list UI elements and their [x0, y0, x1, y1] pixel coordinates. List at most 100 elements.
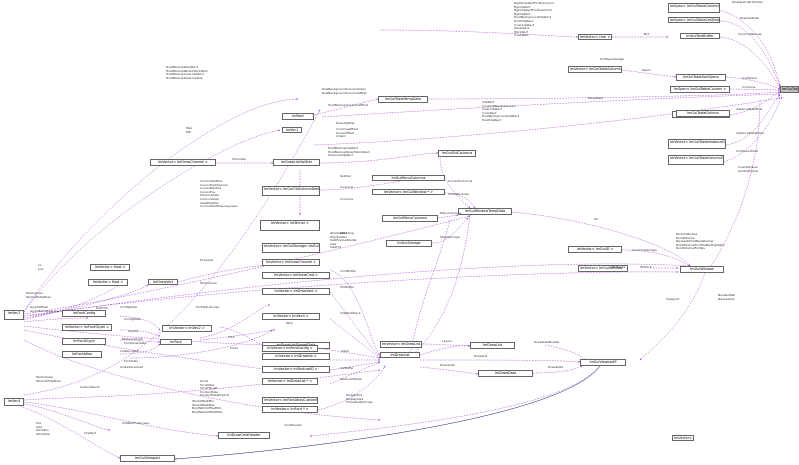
imvector-imdrawcmd-node[interactable]: ImVector< ImDrawCmd >: [262, 272, 330, 279]
edge-label: VtxBuffer: [340, 285, 355, 289]
edge: [329, 361, 381, 385]
imvector-storagepair-node[interactable]: ImVector< ImGuiStorage::ImGuiStoragePair…: [262, 243, 320, 253]
imvector-customrect-node[interactable]: ImVector< ImFontAtlasCustomRect >: [262, 397, 318, 404]
imvector-imdrawidx-node[interactable]: ImVector< ImDrawIdx >: [262, 353, 330, 360]
edge-label: DrawList: [474, 354, 488, 358]
edge: [319, 152, 439, 164]
edge: [719, 36, 781, 89]
edge: [621, 69, 677, 78]
imvec2-node[interactable]: ImVec2: [4, 310, 24, 320]
imvector-imdrawvert-node[interactable]: ImVector< ImDrawVert >: [262, 288, 330, 295]
imvec1-node[interactable]: ImVec1: [282, 127, 302, 133]
edge-label: CurrentColumns: [448, 179, 473, 183]
imguitable-node[interactable]: ImGuiTable: [780, 86, 799, 93]
imvector-menucol-node[interactable]: ImGuiMenuColumns: [372, 175, 445, 181]
imvector-imguiid-node[interactable]: ImVector< ImGuiID >: [568, 246, 622, 253]
imfontatlas-node[interactable]: ImFontAtlas: [62, 351, 102, 358]
imvector-tablecolumnsortspecs2-node[interactable]: ImVector< ImGuiTableColumnSortSpecs >: [668, 155, 724, 165]
imguiwindow-node[interactable]: ImGuiWindow: [680, 266, 724, 273]
edge-label: RowCellData: [740, 16, 760, 20]
edge-label: FallbackGlyph: [122, 337, 143, 341]
edge-label: Splitter: [340, 174, 351, 178]
edge-label: HostBackupColumnsOffset: [328, 103, 368, 107]
imfontconfig-node[interactable]: ImFontConfig: [62, 310, 106, 317]
imvector-imguiwindow-node[interactable]: ImVector< ImGuiWindow * >: [372, 189, 445, 195]
imguiid-node[interactable]: ImVector< ImGuiID >: [672, 435, 694, 441]
imguitablesortspecs-node[interactable]: ImGuiTableSortSpecs: [676, 74, 726, 81]
imvector-imfontptr-node[interactable]: ImVector< ImFont * >: [262, 406, 318, 413]
edge-label: DrawData: [548, 365, 563, 369]
imvector-imguidrawlist-node[interactable]: ImVector< ImDrawList * >: [262, 378, 318, 385]
edge: [419, 366, 479, 375]
imvector-imvec2-node[interactable]: ImVector< ImVec2 >: [162, 325, 212, 332]
imvector-tablecolumnsortspecs-node[interactable]: ImVector< ImGuiTableColumnSortSpecs >: [568, 66, 622, 73]
imvector-storagepair2-node[interactable]: ImVector< float >: [90, 264, 130, 271]
edge: [379, 29, 579, 38]
imfont-node[interactable]: ImFont: [160, 339, 192, 345]
imvector-tableinstancedata-node[interactable]: ImVector< ImGuiTableInstanceData >: [668, 139, 726, 149]
edge-label: MenuColumns: [440, 211, 462, 215]
edge-label: ClipRectStack: [340, 311, 361, 315]
edge: [309, 365, 601, 437]
imguimenucolumns-node[interactable]: ImGuiMenuColumns: [382, 215, 438, 222]
edge: [313, 97, 781, 146]
imvector-imtextureid-node[interactable]: ImVector< ImTextureID >: [262, 366, 330, 373]
imdrawdata-node[interactable]: ImDrawData: [478, 370, 533, 377]
imvector-imguiwindowptr-node[interactable]: ImVector< ImGuiWindow * >: [578, 265, 628, 272]
imguitablecolumn-node[interactable]: ImGuiTableColumn: [676, 110, 730, 117]
imguistorage-node[interactable]: ImGuiStorage: [386, 240, 432, 247]
imvector-imvec4-node[interactable]: ImVector< ImVec4 >: [262, 313, 320, 320]
edge-label: DrawLists: [440, 363, 455, 367]
edge-label: FontAtlas: [124, 359, 138, 363]
imguitabletempdata-node[interactable]: ImGuiTableTempData: [378, 96, 428, 103]
edge-label: Columns: [340, 185, 354, 189]
imguiviewportp-node[interactable]: ImGuiViewportP: [580, 359, 626, 366]
edge: [511, 211, 691, 267]
imvector-oldcolumndata-node[interactable]: ImVector< ImGuiOldColumnData >: [262, 186, 320, 196]
edge-label: Viewport: [666, 297, 680, 301]
imrect-node[interactable]: ImRect: [282, 113, 314, 120]
imspan-tablecolumnidx-node[interactable]: ImSpan< ImGuiTableColumnIdx >: [668, 3, 720, 13]
edge: [621, 249, 691, 267]
edge: [427, 91, 781, 100]
imvector-imfontconfig-node[interactable]: ImVector< ImFontConfig >: [262, 345, 318, 352]
edge: [23, 129, 281, 313]
imvector-imfontglyph-node[interactable]: ImVector< ImFontGlyph >: [62, 324, 112, 331]
edge-label: SortSpecs: [742, 76, 758, 80]
edge: [119, 343, 161, 355]
imvector-imdrawlistptr-node[interactable]: ImVector< ImDrawList * >: [380, 341, 422, 348]
imvector-imdrawchannel2-node[interactable]: ImVector< ImDrawChannel >: [262, 259, 320, 266]
imguiviewport-node[interactable]: ImGuiViewport: [120, 455, 175, 462]
imvector-imdrawchannel-node[interactable]: ImVector< ImDrawChannel >: [150, 159, 216, 166]
imspan-tablecellstate-node[interactable]: ImSpan< ImGuiTableCellData >: [668, 17, 720, 23]
edge: [409, 219, 451, 356]
imdrawlistsplitter-node[interactable]: ImDrawListSplitter: [273, 159, 320, 166]
imspan-tablecolumn-node[interactable]: ImSpan< ImGuiTableColumn >: [670, 86, 730, 93]
edge-label: TexUvLines: [200, 281, 217, 285]
imdrawdatabuilder-node[interactable]: ImDrawList: [470, 342, 515, 349]
edge-label: InstanceDataFirst: [736, 107, 763, 111]
imvec4-node[interactable]: ImVec4: [4, 398, 24, 406]
imfontglyph-node[interactable]: ImFontGlyph: [62, 338, 106, 345]
imvector-menucols-node[interactable]: ImVector< ImWchar >: [260, 220, 320, 231]
imguiwindowtempdata-node[interactable]: ImGuiWindowTempData: [458, 208, 512, 215]
edge: [23, 271, 679, 317]
imdrawlist-node[interactable]: ImDrawList: [380, 352, 420, 358]
imdrawvert-node[interactable]: ImDrawVert: [148, 279, 178, 285]
imdrawcmdheader-node[interactable]: ImDrawCmdHeader: [218, 432, 270, 439]
edge: [19, 405, 121, 459]
edge-label: Columns: [742, 85, 756, 89]
imguioldcolumns-node[interactable]: ImGuiOldColumns: [438, 150, 476, 157]
imvector-float-node[interactable]: ImVector< float >: [88, 279, 128, 286]
edge: [421, 343, 471, 347]
edge: [319, 179, 411, 191]
imvector-char-node[interactable]: ImVector< char >: [578, 34, 612, 40]
edge-label: Path: [286, 321, 293, 325]
imguitextbuffer-node[interactable]: ImGuiTextBuffer: [680, 33, 720, 39]
